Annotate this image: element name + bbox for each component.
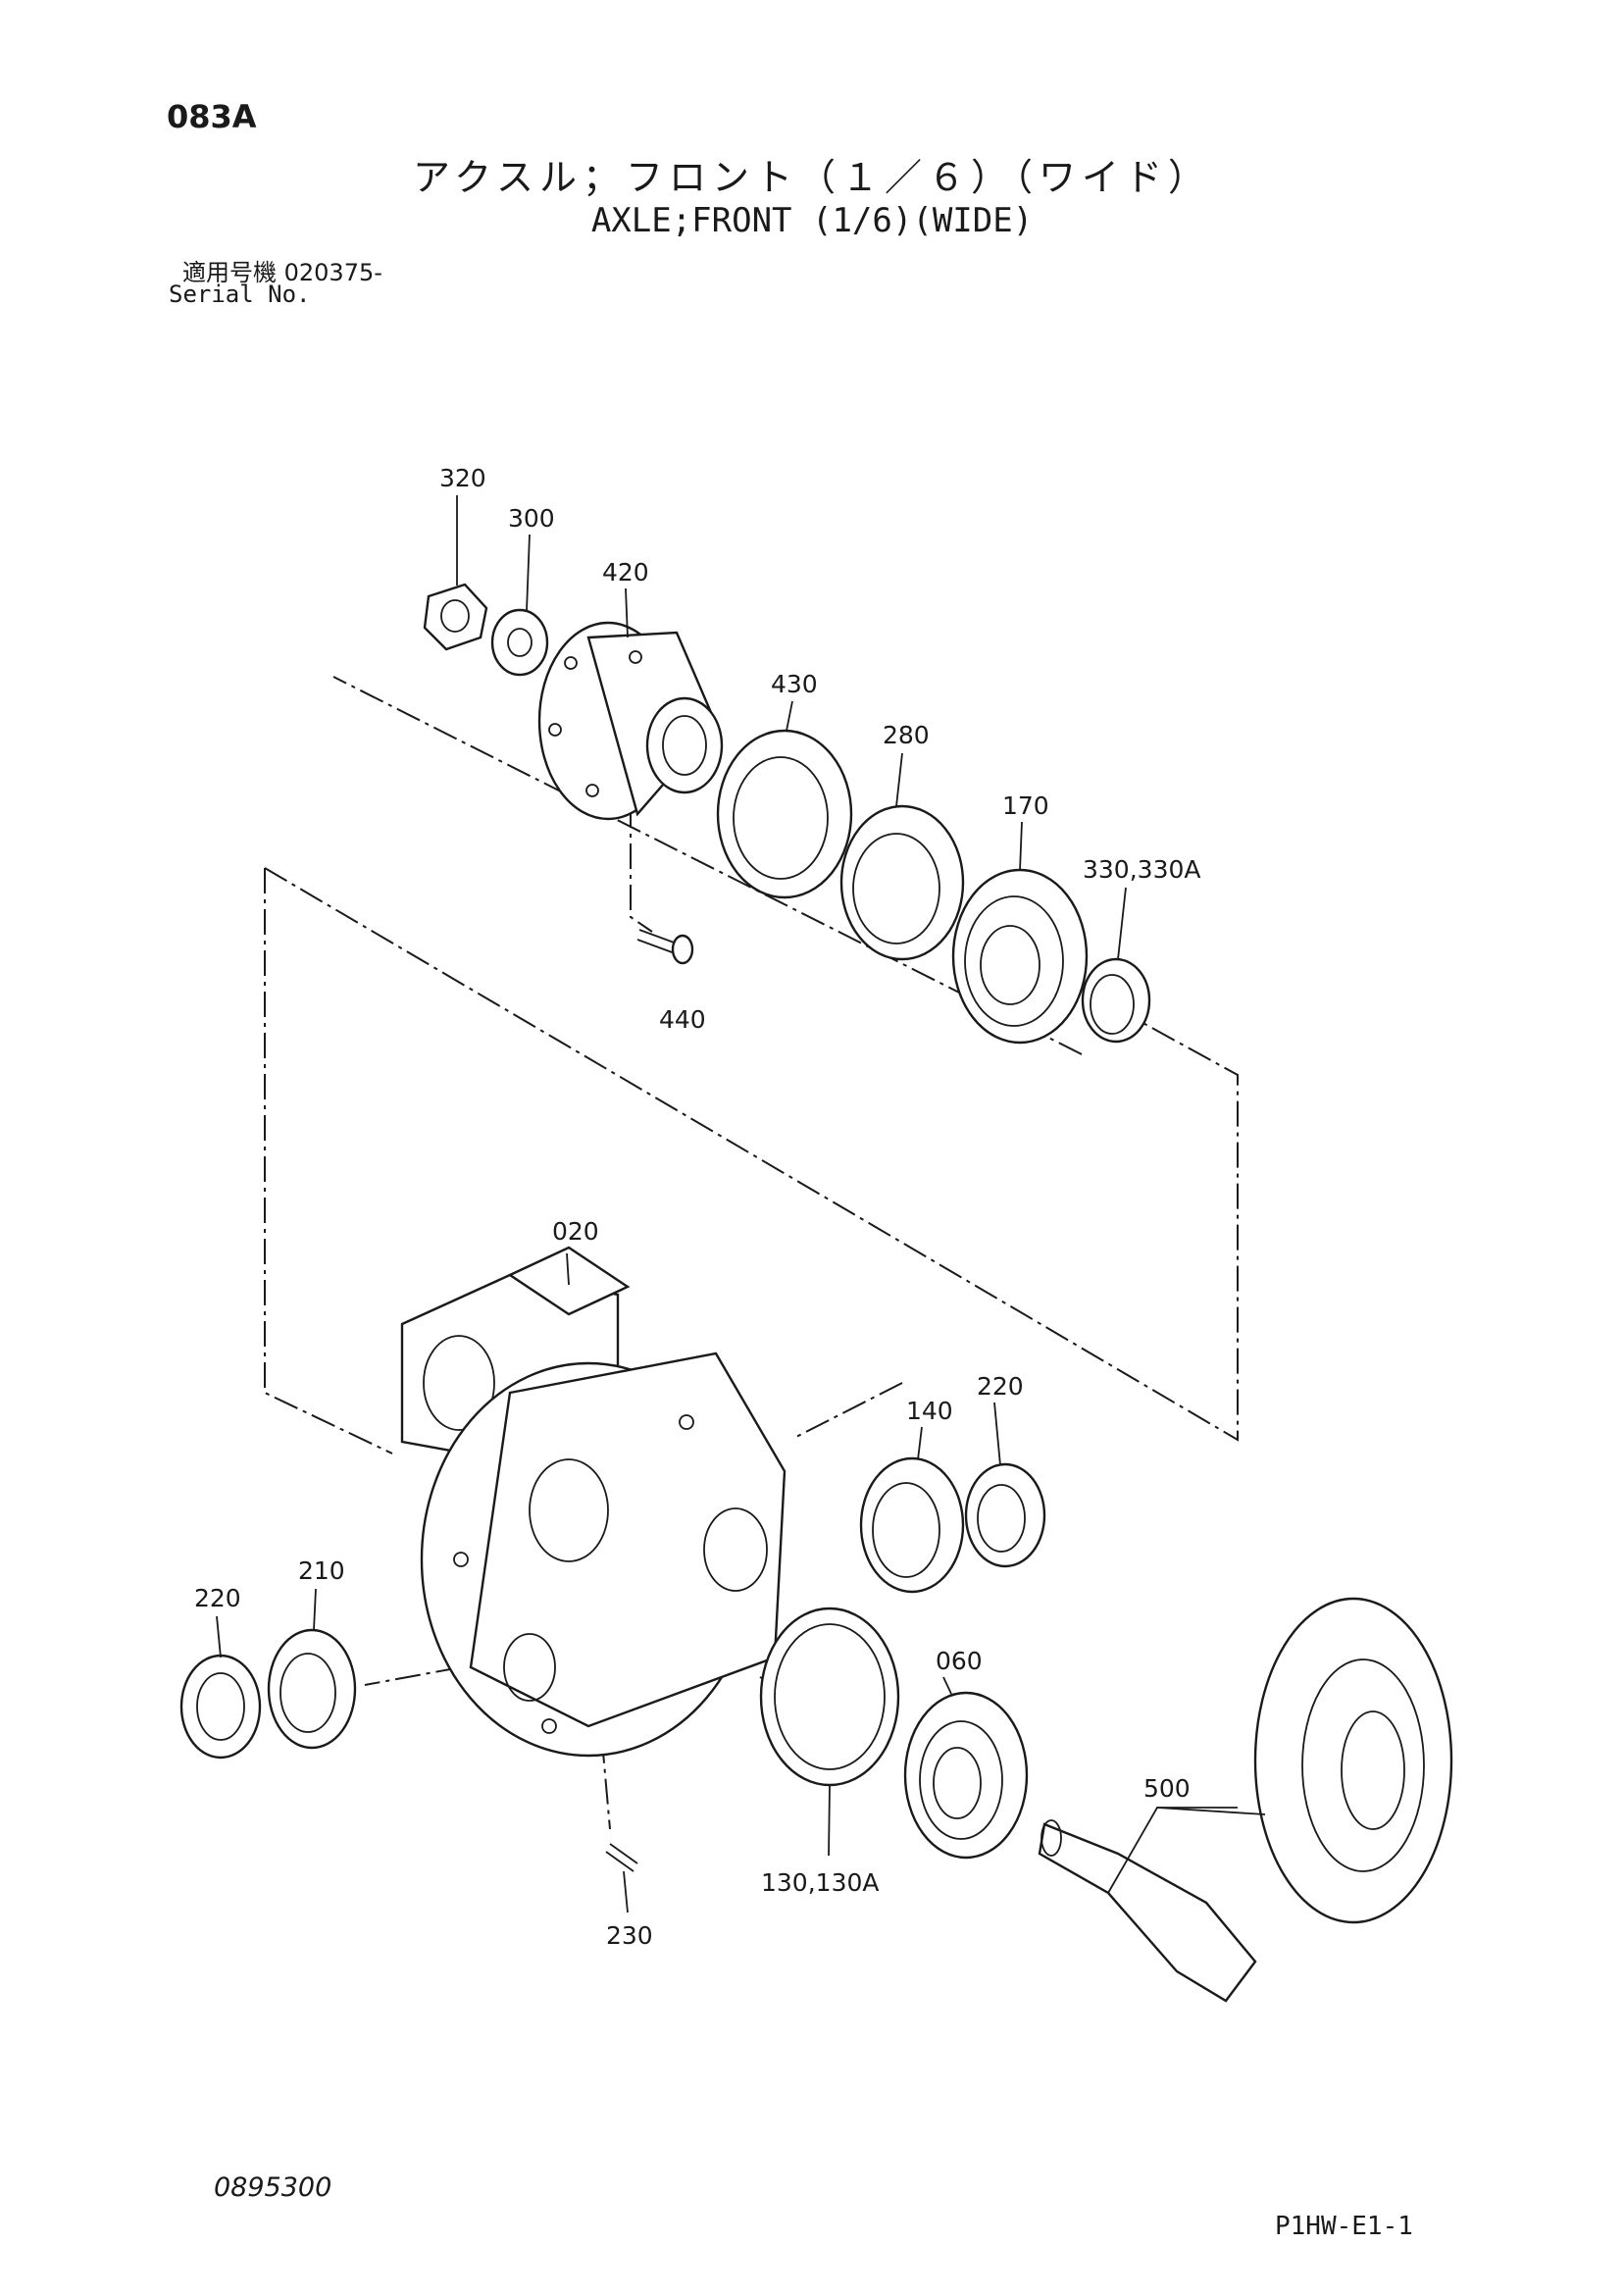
callout-300: 300 — [508, 504, 555, 533]
callout-170: 170 — [1002, 791, 1049, 820]
title-english: AXLE;FRONT (1/6)(WIDE) — [590, 201, 1034, 240]
roller-bearing-icon — [903, 1691, 1029, 1860]
spacer-ring-icon — [1081, 957, 1151, 1044]
callout-220-right: 220 — [977, 1372, 1024, 1401]
callout-230: 230 — [606, 1921, 653, 1950]
callout-220-left: 220 — [194, 1584, 241, 1612]
callout-280: 280 — [883, 721, 930, 749]
pin-icon — [605, 1843, 638, 1872]
callout-320: 320 — [439, 464, 486, 492]
title-japanese: アクスル；フロント（１／６）（ワイド） — [413, 156, 1211, 199]
bolt-icon — [636, 929, 694, 965]
callout-020: 020 — [552, 1217, 599, 1246]
callout-500: 500 — [1143, 1774, 1191, 1803]
callout-060: 060 — [936, 1647, 983, 1675]
serial-label-english: Serial No. — [169, 281, 311, 308]
washer-icon — [490, 608, 549, 677]
callout-labels: 320 300 420 430 280 170 330,330A 440 020… — [194, 464, 1200, 1950]
diagram-code: 0895300 — [214, 2172, 332, 2203]
adjust-nut-icon — [964, 1462, 1046, 1568]
shim-icon — [759, 1607, 900, 1787]
callout-430: 430 — [771, 670, 818, 698]
callout-140: 140 — [906, 1397, 953, 1425]
leader-lines — [216, 495, 1266, 1913]
callout-440: 440 — [659, 1005, 706, 1034]
bearing-icon — [839, 804, 965, 961]
bearing-icon — [267, 1628, 357, 1750]
bearing-icon — [859, 1456, 965, 1594]
flange-icon — [537, 621, 724, 821]
adjust-nut-icon — [179, 1654, 262, 1760]
bevel-gear-set-icon — [1038, 1597, 1453, 2003]
differential-case-icon — [400, 1246, 787, 1758]
sheet-code: P1HW-E1-1 — [1275, 2212, 1413, 2241]
roller-bearing-icon — [951, 868, 1089, 1045]
page-code: 083A — [167, 98, 257, 135]
callout-330-330a: 330,330A — [1083, 855, 1200, 884]
serial-label-japanese: 適用号機 020375- — [182, 259, 382, 286]
callout-420: 420 — [602, 558, 649, 587]
oil-seal-icon — [716, 729, 853, 899]
callout-130-130a: 130,130A — [761, 1868, 879, 1897]
callout-210: 210 — [298, 1556, 345, 1585]
hex-nut-icon — [423, 583, 488, 651]
